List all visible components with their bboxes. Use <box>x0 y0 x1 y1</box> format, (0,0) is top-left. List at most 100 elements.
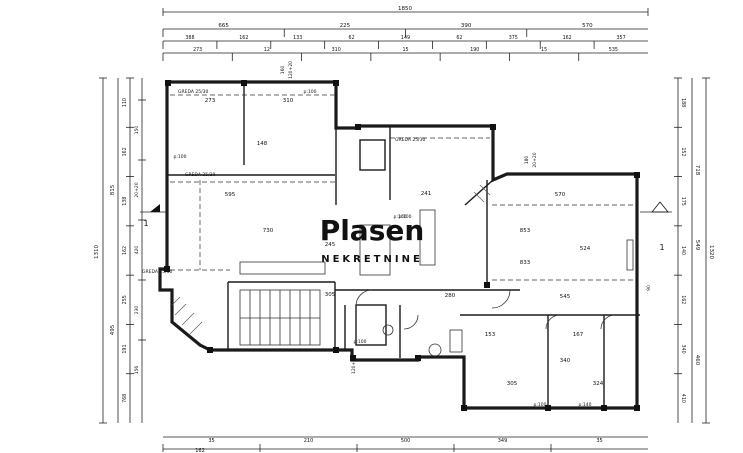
window-opening-label: p:100 <box>534 402 547 408</box>
window-opening-label: p:100 <box>394 214 407 220</box>
dim-right-inner: 152 <box>680 147 686 156</box>
room-dimension-label: 545 <box>560 294 571 300</box>
dim-right-inner: 410 <box>680 394 686 403</box>
window-opening-label: p:100 <box>304 89 317 95</box>
dim-top-row4: 190 <box>470 47 479 53</box>
dim-left-inner: 138 <box>122 197 128 206</box>
dim-left-detail: 420 <box>134 246 140 255</box>
watermark-line-1: Plasen <box>320 214 425 247</box>
dim-top-row2: 390 <box>461 23 472 29</box>
room-dimension-labels: 273 310 148 730 595 570 853 833 545 524 241 153 167 3… <box>205 98 604 387</box>
dim-bottom-row1: 210 <box>304 438 314 444</box>
window-dimension-label: 120+20 <box>288 61 294 79</box>
dim-bottom-row1: 35 <box>208 438 214 444</box>
room-dimension-label: 245 <box>325 242 336 248</box>
beam-label-4: GREDA 25/30 <box>142 269 172 275</box>
section-marker-left: 1 <box>140 204 168 228</box>
dim-right-mid-3: 460 <box>694 355 700 366</box>
room-dimension-label: 730 <box>263 228 274 234</box>
window-opening-label: p:100 <box>174 154 187 160</box>
window-dimension-label: 180 <box>524 156 530 165</box>
dim-top-row4: 15 <box>541 47 547 53</box>
dim-top-row4: 273 <box>193 47 202 53</box>
room-dimension-label: 153 <box>485 332 496 338</box>
window-dimension-label: 90 <box>646 285 652 291</box>
dim-left-detail: 156 <box>134 366 140 375</box>
room-dimension-label: 241 <box>421 191 432 197</box>
room-dimension-label: 853 <box>520 228 531 234</box>
window-dimension-label: 20+20 <box>532 152 538 167</box>
room-dimension-label: 570 <box>555 192 566 198</box>
window-dimension-label: 120+20 <box>351 356 357 374</box>
beam-label-2: GREDA 25/30 <box>185 172 215 178</box>
dim-left-detail: 20+20 <box>134 182 140 197</box>
window-opening-label: p:100 <box>399 214 412 220</box>
dim-left-inner: 768 <box>122 394 128 403</box>
dim-overall-right: 1320 <box>708 245 714 259</box>
section-label-left: 1 <box>143 219 148 228</box>
dim-top-row2: 225 <box>340 23 351 29</box>
room-dimension-label: 310 <box>283 98 294 104</box>
section-label-right: 1 <box>659 243 664 252</box>
dim-top-row3: 375 <box>509 35 518 41</box>
dim-top-row4: 12 <box>264 47 270 53</box>
dim-left-inner: 162 <box>122 147 128 156</box>
room-dimension-label: 324 <box>593 381 604 387</box>
room-dimension-label: 833 <box>520 260 531 266</box>
dim-top-row4: 15 <box>402 47 408 53</box>
fixtures <box>239 209 634 357</box>
dim-left-inner: 110 <box>122 98 128 107</box>
dim-top-row4: 310 <box>332 47 341 53</box>
dim-right-mid-2: 549 <box>694 240 700 251</box>
dim-top-row3: 62 <box>349 35 355 41</box>
dim-top-row3: 62 <box>456 35 462 41</box>
room-dimension-label: 595 <box>225 192 236 198</box>
staircase <box>239 289 321 346</box>
dim-left-inner: 162 <box>122 246 128 255</box>
window-opening-label: p:100 <box>354 339 367 345</box>
dim-top-row4: 535 <box>609 47 618 53</box>
dim-left-mid-2: 495 <box>110 324 116 335</box>
room-dimension-label: 167 <box>573 332 584 338</box>
dim-top-row2: 665 <box>218 23 229 29</box>
dim-top-row3: 357 <box>616 35 625 41</box>
dim-top-row3: 149 <box>401 35 410 41</box>
window-dimension-label: 160 <box>280 66 286 75</box>
room-dimension-label: 524 <box>580 246 591 252</box>
watermark: Plasen NEKRETNINE <box>320 214 425 265</box>
dim-overall-top: 1850 <box>398 6 412 12</box>
dim-left-mid-1: 815 <box>110 184 116 195</box>
beam-label-1: GREDA 25/30 <box>178 89 208 95</box>
dim-bottom-2: 162 <box>195 448 205 453</box>
room-dimension-label: 148 <box>257 141 268 147</box>
room-dimension-label: 340 <box>560 358 571 364</box>
right-dimension-chains: 1320 718 549 460 188 152 175 140 162 340 410 <box>674 77 714 424</box>
room-dimension-label: 305 <box>325 292 336 298</box>
beam-label-3: GREDA 25/30 <box>395 137 425 143</box>
beam-lines <box>170 94 635 281</box>
dim-top-row2: 570 <box>582 23 593 29</box>
dim-right-inner: 340 <box>680 344 686 353</box>
window-opening-label: p:140 <box>579 402 592 408</box>
dim-right-inner: 162 <box>680 295 686 304</box>
dim-top-row3: 388 <box>185 35 194 41</box>
dim-top-row3: 133 <box>293 35 302 41</box>
dim-right-mid-1: 718 <box>694 165 700 176</box>
wall-hatching <box>171 184 491 335</box>
dim-left-inner: 191 <box>122 344 128 353</box>
dim-bottom-row1: 500 <box>401 438 411 444</box>
section-marker-right: 1 <box>640 201 672 252</box>
dim-left-detail: 150 <box>134 126 140 135</box>
room-dimension-label: 280 <box>445 293 456 299</box>
dim-right-inner: 175 <box>680 197 686 206</box>
watermark-line-2: NEKRETNINE <box>321 254 423 265</box>
dim-bottom-row1: 35 <box>596 438 602 444</box>
dim-right-inner: 140 <box>680 246 686 255</box>
room-dimension-label: 273 <box>205 98 216 104</box>
room-dimension-label: 305 <box>507 381 518 387</box>
dim-right-inner: 188 <box>680 98 686 107</box>
